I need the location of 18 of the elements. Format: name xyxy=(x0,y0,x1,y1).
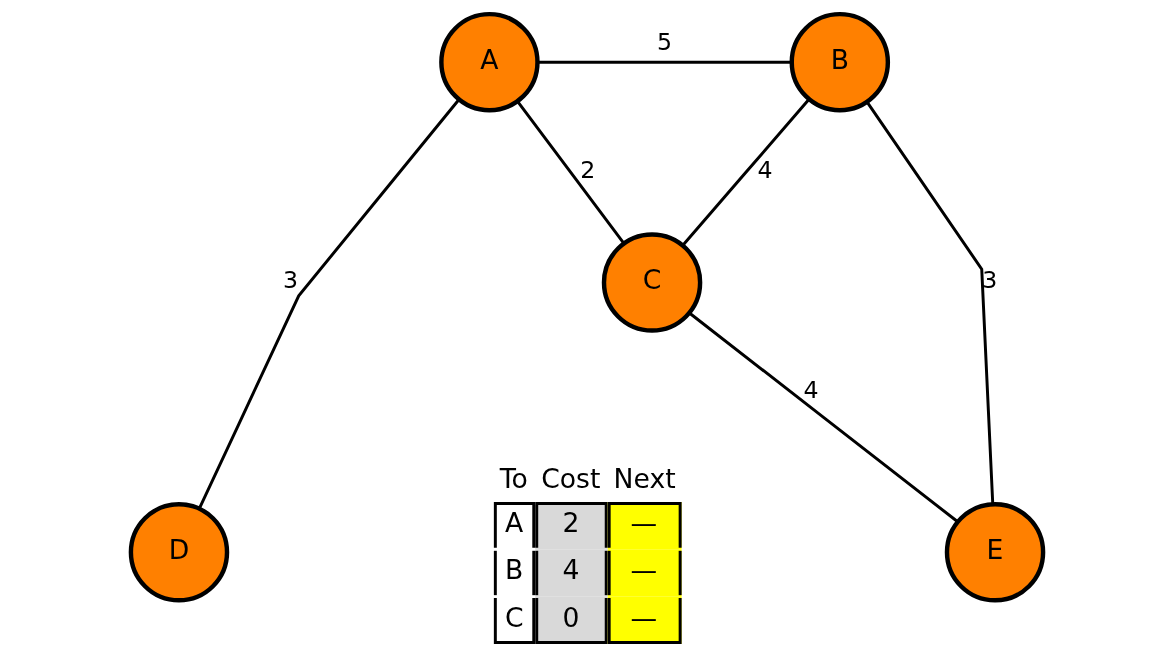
label: 4 xyxy=(562,554,580,586)
edge-label: 5 xyxy=(656,28,672,57)
label: — xyxy=(630,554,657,586)
edge-label: 3 xyxy=(282,266,298,295)
label: 2 xyxy=(562,507,580,539)
edge-label: 3 xyxy=(981,266,997,295)
label: Next xyxy=(613,462,676,494)
label: Cost xyxy=(540,462,600,494)
label: B xyxy=(504,554,523,586)
edge-label: 2 xyxy=(579,155,595,184)
label: To xyxy=(499,462,528,494)
label: A xyxy=(504,507,523,539)
edge-label: 4 xyxy=(802,376,818,405)
label: C xyxy=(504,601,524,633)
label: 0 xyxy=(562,601,580,633)
edge-label: 4 xyxy=(757,155,773,184)
label: — xyxy=(630,601,657,633)
label: — xyxy=(630,507,657,539)
